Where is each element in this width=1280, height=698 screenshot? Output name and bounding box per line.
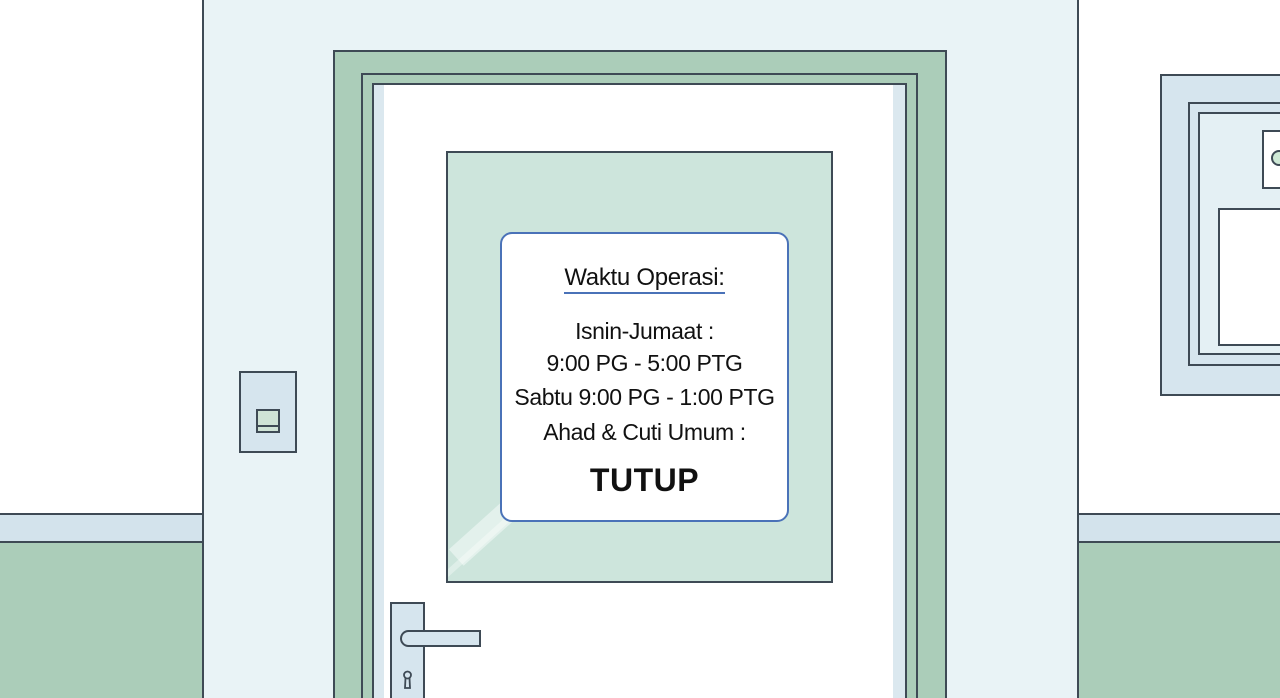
sign-closed-status: TUTUP [589, 462, 700, 498]
indicator-dot-icon [1271, 150, 1280, 166]
sign-line-sunday-holiday: Ahad & Cuti Umum : [543, 419, 746, 445]
sign-line-weekdays-hours: 9:00 PG - 5:00 PTG [546, 350, 743, 376]
door-handle-plate [390, 602, 425, 698]
door-handle-icon[interactable] [400, 630, 481, 647]
sign-line-weekdays-label: Isnin-Jumaat : [575, 318, 714, 344]
notice-paper [1218, 208, 1280, 346]
keyhole-icon [403, 670, 412, 689]
sign-line-saturday: Sabtu 9:00 PG - 1:00 PTG [514, 384, 775, 410]
light-switch-rocker[interactable] [256, 409, 280, 433]
operating-hours-sign: Waktu Operasi: Isnin-Jumaat : 9:00 PG - … [500, 232, 789, 522]
door-edge-shade-right [893, 85, 905, 698]
door-edge-shade [374, 85, 384, 698]
switch-divider [258, 425, 278, 427]
sign-title: Waktu Operasi: [502, 264, 787, 294]
sign-title-text: Waktu Operasi: [564, 264, 725, 294]
